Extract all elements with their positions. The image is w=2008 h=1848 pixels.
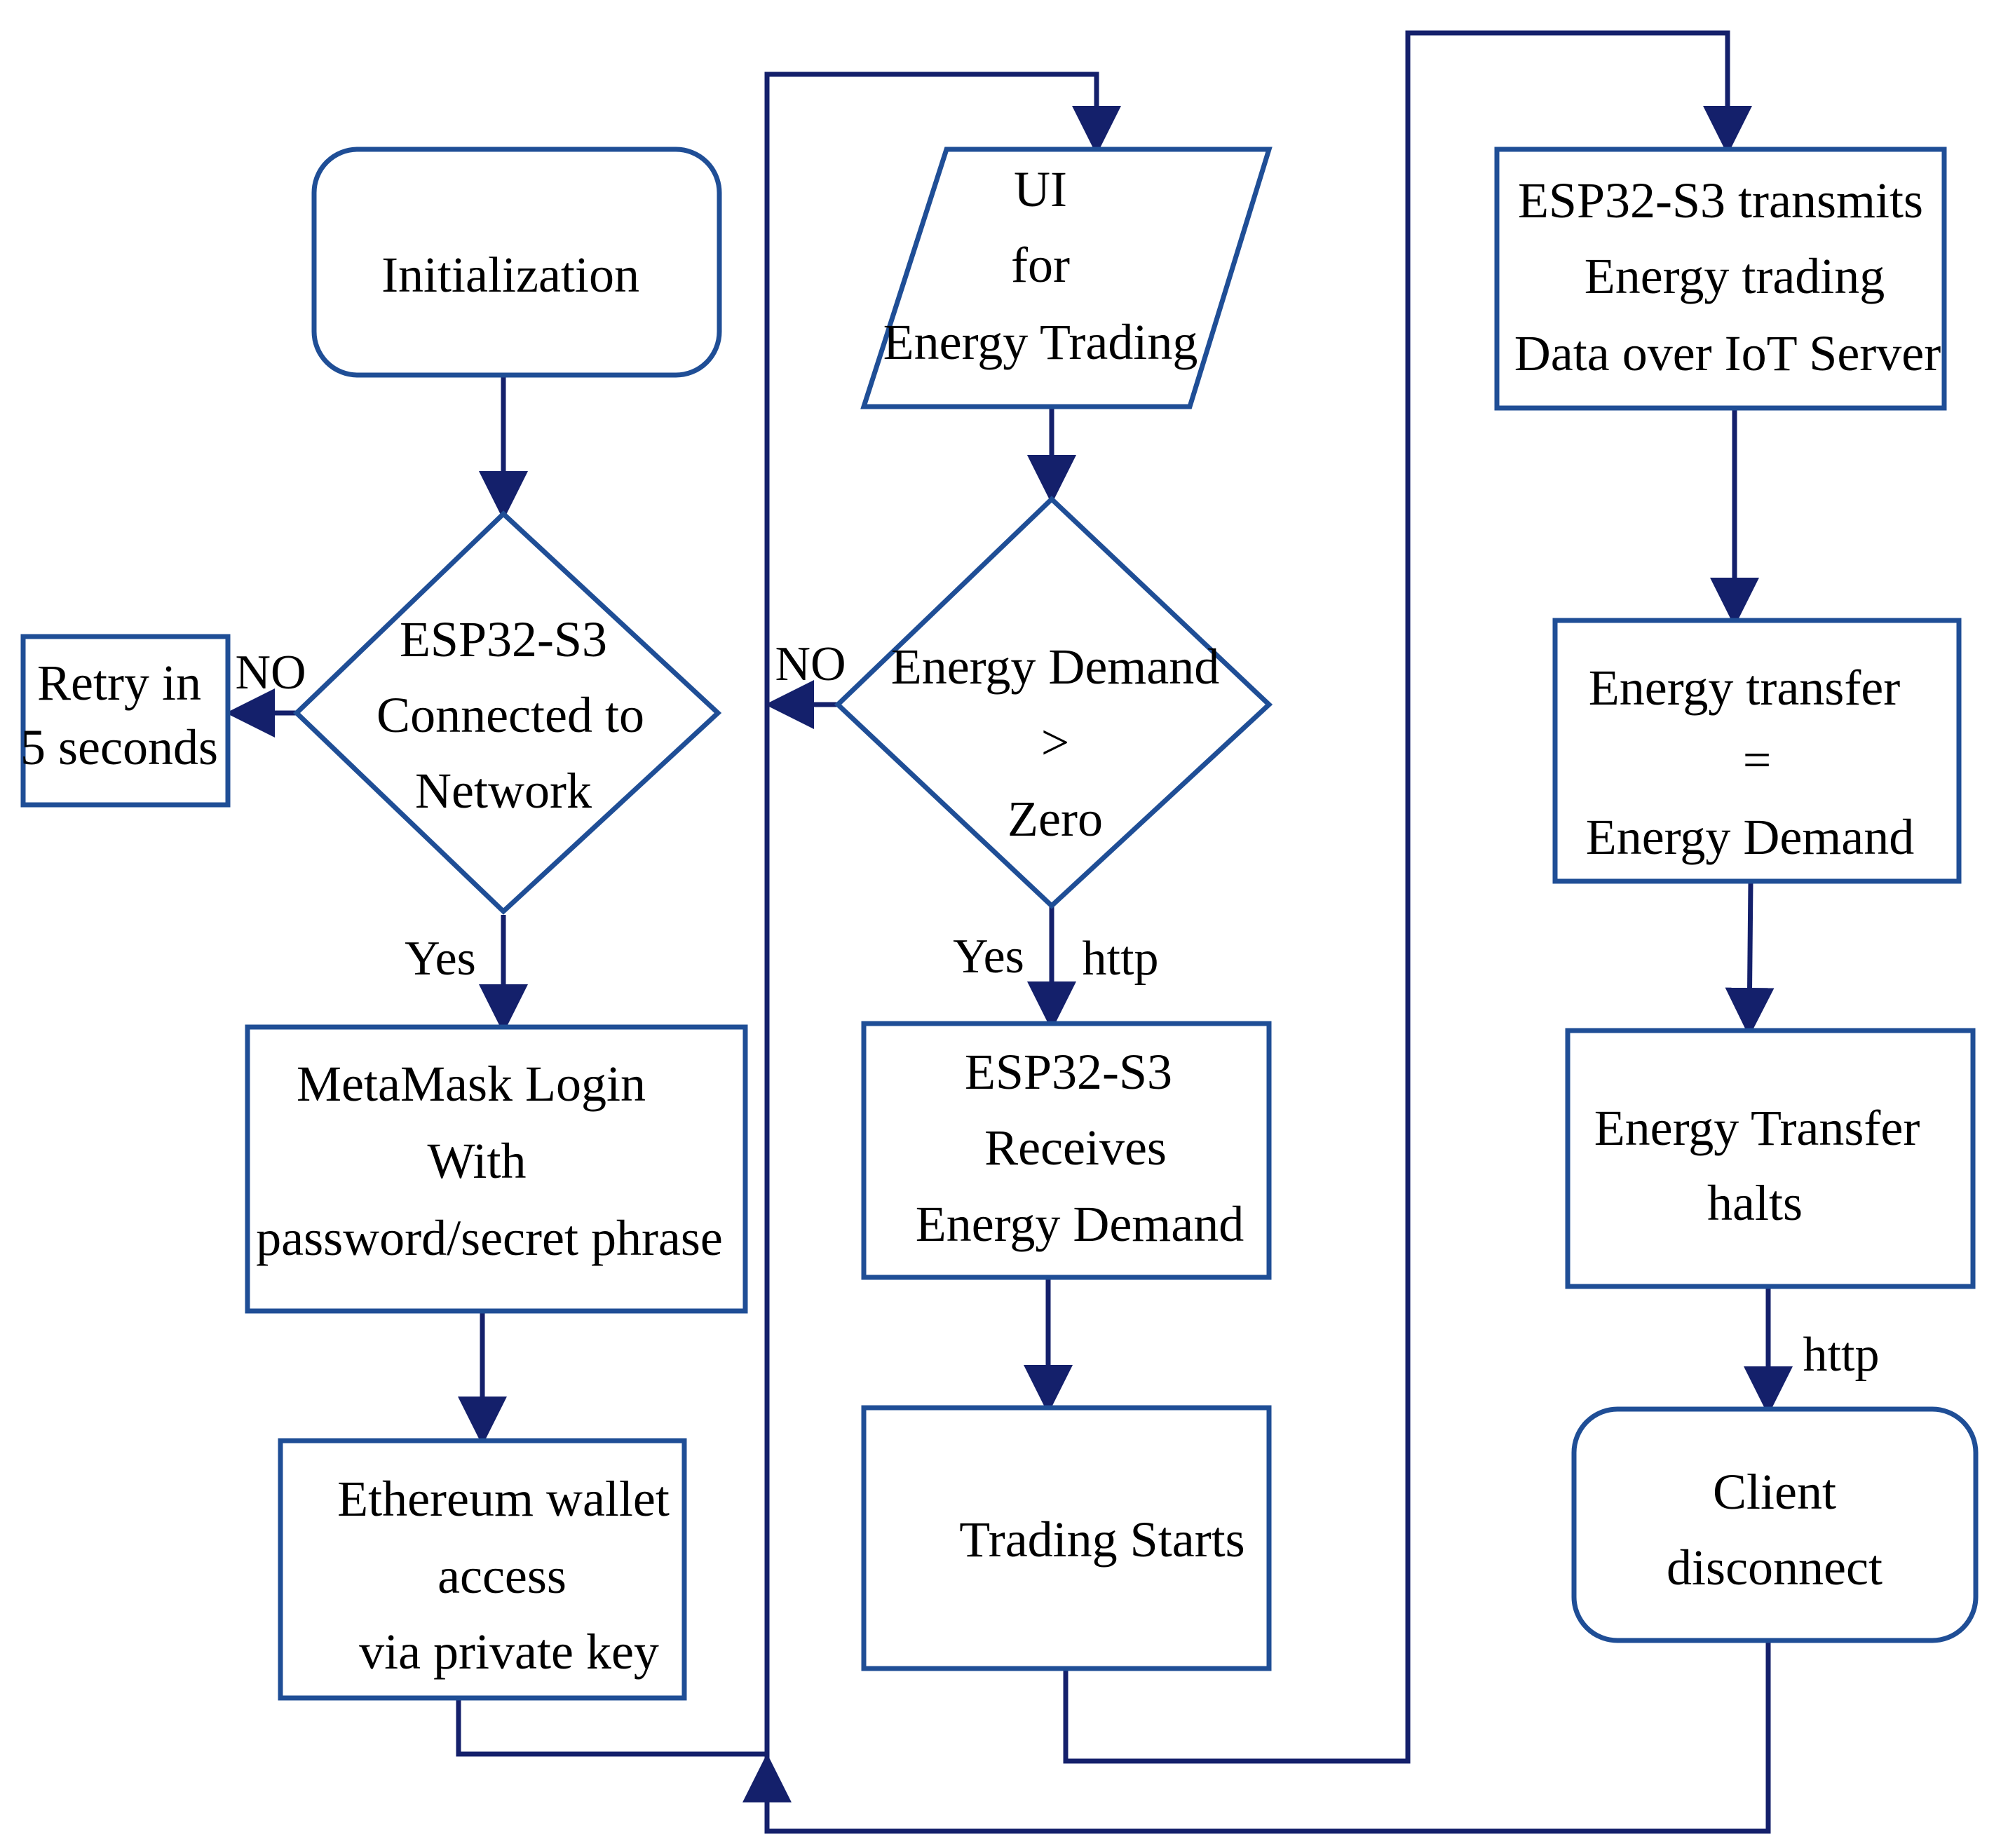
metamask-login-box [245,1024,748,1314]
ui-label-line-2: for [1011,237,1070,293]
initialization-terminal [311,147,722,378]
metamask-login-label-line-2: With [427,1133,526,1189]
receives-demand-label-line-2: Receives [984,1120,1167,1176]
ethereum-wallet-box [278,1438,687,1701]
transfer-halts-label-line-2: halts [1707,1175,1803,1231]
receives-demand-label-line-3: Energy Demand [916,1196,1244,1252]
transfer-halts-box [1565,1028,1976,1289]
connected-yes-label: Yes [405,932,476,986]
client-disconnect-terminal [1571,1406,1979,1643]
ui-label-line-1: UI [1014,161,1067,217]
connector-trading-to-transmits [1063,30,1752,1764]
initialization-label: Initialization [381,247,639,303]
ui-label-line-3: Energy Trading [883,314,1198,370]
retry-label-line-2: 5 seconds [20,719,218,775]
connector-disconnect-to-loop [742,1640,1771,1834]
halts-http-label: http [1803,1328,1880,1382]
connected-decision-label-line-2: Connected to [376,687,644,743]
connected-decision-label-line-3: Network [415,763,592,819]
ui-parallelogram [860,147,1273,409]
demand-decision-diamond [834,496,1273,909]
demand-decision-label-line-3: Zero [1008,791,1103,847]
demand-decision-label-line-2: > [1041,714,1070,770]
retry-box [20,634,231,808]
connected-no-label: NO [235,646,306,700]
demand-no-label: NO [775,637,846,691]
client-disconnect-label-line-2: disconnect [1667,1540,1882,1596]
demand-decision-label-line-1: Energy Demand [891,639,1220,695]
metamask-login-label-line-1: MetaMask Login [297,1056,646,1112]
ethereum-wallet-label-line-2: access [437,1548,567,1604]
trading-starts-label: Trading Starts [959,1511,1244,1568]
transmits-label-line-1: ESP32-S3 transmits [1518,172,1923,229]
connector-transfer-to-halts [1725,881,1775,1037]
transfer-equals-box [1552,618,1962,884]
client-disconnect-label-line-1: Client [1713,1464,1836,1520]
connected-decision-label-line-1: ESP32-S3 [400,611,607,667]
transmits-label-line-3: Data over IoT Server [1514,325,1941,381]
ethereum-wallet-label-line-1: Ethereum wallet [337,1471,670,1527]
connected-decision-diamond [292,510,722,915]
receives-demand-label-line-1: ESP32-S3 [965,1044,1172,1100]
demand-yes-label: Yes [953,930,1024,984]
transfer-equals-label-line-1: Energy transfer [1589,660,1901,716]
ethereum-wallet-label-line-3: via private key [359,1624,659,1680]
connector-loop-to-ui [764,72,1121,1831]
connector-wallet-to-loop [456,1698,767,1757]
transmits-box [1494,147,1947,411]
retry-label-line-1b: Retry in [37,655,201,711]
transfer-equals-label-line-2: = [1743,732,1772,788]
transfer-equals-label-line-3: Energy Demand [1586,809,1915,865]
transmits-label-line-2: Energy trading [1585,248,1885,304]
trading-starts-box [861,1405,1272,1671]
demand-http-label: http [1083,932,1159,986]
transfer-halts-label-line-1: Energy Transfer [1594,1100,1920,1156]
receives-demand-box [861,1021,1272,1280]
metamask-login-label-line-3: password/secret phrase [256,1210,723,1266]
